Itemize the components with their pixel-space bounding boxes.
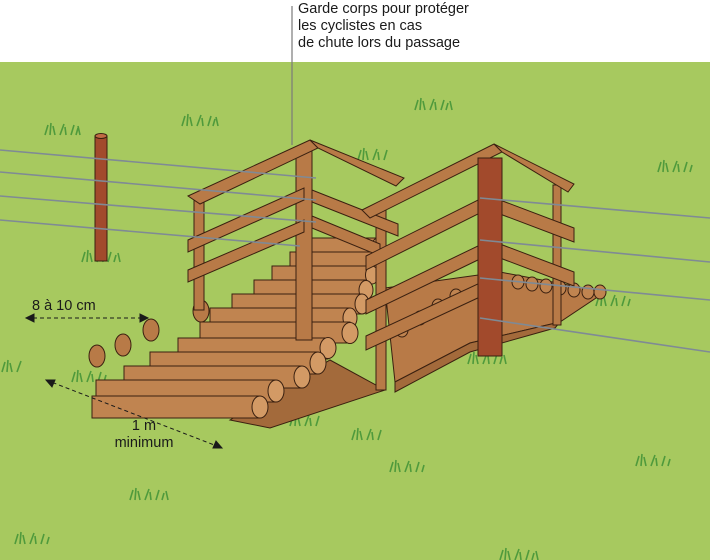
dimension-arrow-icon (44, 379, 224, 449)
ramp-width-value: 1 m (131, 418, 157, 434)
log-icon (91, 395, 269, 419)
guardrail-top-rail (309, 139, 405, 187)
fence-post-icon (94, 135, 108, 262)
dimension-arrow-icon (24, 313, 150, 323)
grass-tuft-icon (635, 453, 671, 467)
fence-wire-icon (0, 149, 710, 353)
log-end-left (142, 318, 160, 342)
guardrail-rail (187, 187, 305, 253)
log-icon (581, 284, 595, 300)
guardrail-top-rail (493, 143, 575, 193)
guardrail-icon (186, 139, 575, 391)
grass-tuft-icon (1, 359, 22, 373)
log-icon (539, 278, 553, 294)
ramp-far-side (394, 321, 562, 393)
fence-post-icon (477, 157, 503, 357)
ramp-far-support (552, 184, 562, 326)
log-end-left (88, 344, 106, 368)
grass-tuft-icon (129, 487, 169, 501)
grass-tuft-icon (499, 547, 539, 560)
grass-tuft-icon (71, 369, 107, 383)
grass-tuft-icon (389, 459, 425, 473)
guardrail-note-line-1: Garde corps pour protéger (298, 1, 469, 17)
grass-tuft-icon (657, 159, 693, 173)
ramp-width-qualifier: minimum (114, 435, 174, 451)
log-icon (593, 284, 607, 300)
guardrail-note-line-2: les cyclistes en cas (298, 18, 423, 34)
grass-tuft-icon (357, 147, 388, 161)
log-diameter-label: 8 à 10 cm (32, 298, 96, 314)
guardrail-note: Garde corps pour protéger les cyclistes … (298, 1, 598, 52)
ramp-width-label: 1 m minimum (84, 418, 204, 452)
grass-tuft-icon (467, 351, 507, 365)
guardrail-note-line-3: de chute lors du passage (298, 35, 461, 51)
grass-tuft-icon (351, 427, 382, 441)
guardrail-rail (187, 219, 305, 283)
grass-tuft-icon (595, 293, 631, 307)
grass-tuft-icon (181, 113, 219, 127)
grass-tuft-icon (14, 531, 50, 545)
fence-post-top (94, 133, 108, 139)
log-end-left (114, 333, 132, 357)
grass-tuft-icon (414, 97, 453, 111)
grass-tuft-icon (44, 122, 81, 136)
